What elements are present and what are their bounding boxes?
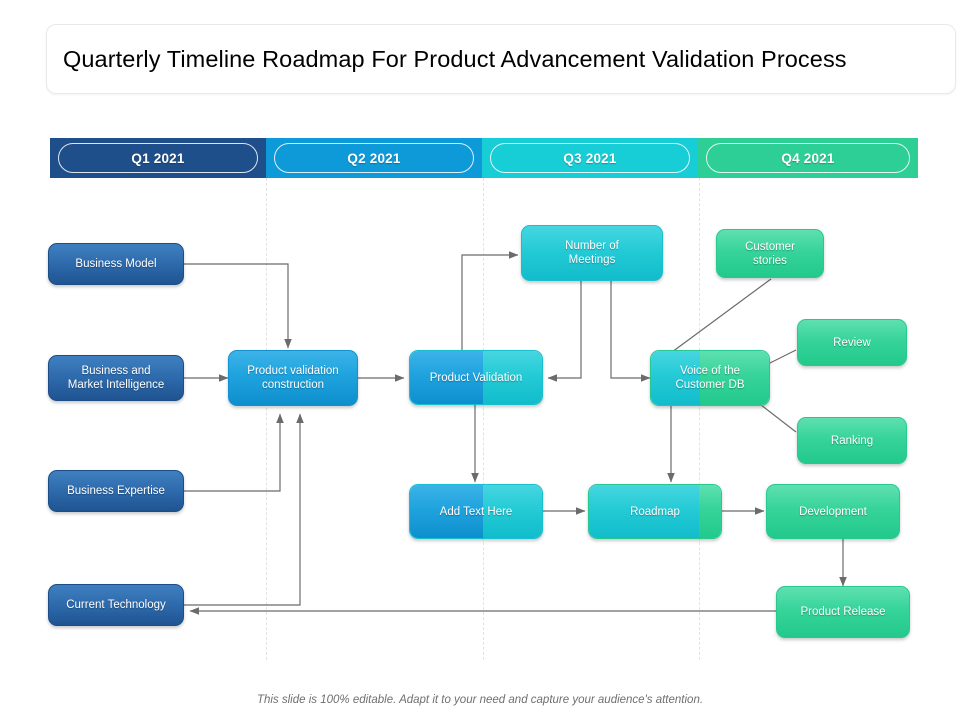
node-label: Review [833,336,871,349]
node-label: Current Technology [66,599,166,611]
node-label: Product Validation [429,371,523,384]
node-label: Customer stories [745,240,795,267]
page-title: Quarterly Timeline Roadmap For Product A… [63,45,847,72]
node-half-teal [483,485,542,538]
node-add-text-here[interactable]: Add Text Here [409,484,543,539]
node-half-teal [483,351,542,404]
node-customer-stories[interactable]: Customer stories [716,229,824,278]
column-guide-q3-q4 [699,178,700,660]
quarter-timeline-band: Q1 2021 Q2 2021 Q3 2021 Q4 2021 [50,138,918,178]
quarter-segment-q4[interactable]: Q4 2021 [698,138,918,178]
quarter-pill-q3 [490,143,690,173]
node-business-model[interactable]: Business Model [48,243,184,285]
node-business-expertise[interactable]: Business Expertise [48,470,184,512]
quarter-label-q3: Q3 2021 [563,150,617,166]
node-label: Ranking [830,434,874,447]
node-label: Business and Market Intelligence [67,365,165,391]
node-label: Add Text Here [439,505,513,518]
node-label: Voice of the Customer DB [675,365,745,391]
node-half-teal [589,485,699,538]
node-label: Roadmap [630,505,680,518]
footer-note: This slide is 100% editable. Adapt it to… [256,694,704,706]
node-product-validation[interactable]: Product Validation [409,350,543,405]
quarter-pill-q1 [58,143,258,173]
node-label: Product Release [800,606,886,618]
node-business-and-market-intelligence[interactable]: Business and Market Intelligence [48,355,184,401]
node-roadmap[interactable]: Roadmap [588,484,722,539]
node-half-teal [651,351,700,405]
node-half-blue [410,351,483,404]
node-half-blue [410,485,483,538]
quarter-label-q4: Q4 2021 [781,150,835,166]
quarter-pill-q4 [706,143,910,173]
node-voice-of-the-customer-db[interactable]: Voice of the Customer DB [650,350,770,406]
quarter-label-q1: Q1 2021 [131,150,185,166]
quarter-segment-q2[interactable]: Q2 2021 [266,138,482,178]
node-label: Product validation construction [247,365,339,391]
node-label: Business Model [75,258,157,270]
node-label: Number of Meetings [565,240,619,266]
quarter-label-q2: Q2 2021 [347,150,401,166]
node-label: Development [799,505,867,518]
column-guide-q1-q2 [266,178,267,660]
node-number-of-meetings[interactable]: Number of Meetings [521,225,663,281]
node-product-validation-construction[interactable]: Product validation construction [228,350,358,406]
node-product-release[interactable]: Product Release [776,586,910,638]
quarter-pill-q2 [274,143,474,173]
node-review[interactable]: Review [797,319,907,366]
node-half-green [699,485,721,538]
quarter-segment-q1[interactable]: Q1 2021 [50,138,266,178]
column-guide-q2-q3 [483,178,484,660]
node-ranking[interactable]: Ranking [797,417,907,464]
node-label: Business Expertise [67,485,165,497]
title-card: Quarterly Timeline Roadmap For Product A… [46,24,956,94]
quarter-segment-q3[interactable]: Q3 2021 [482,138,698,178]
node-current-technology[interactable]: Current Technology [48,584,184,626]
node-development[interactable]: Development [766,484,900,539]
